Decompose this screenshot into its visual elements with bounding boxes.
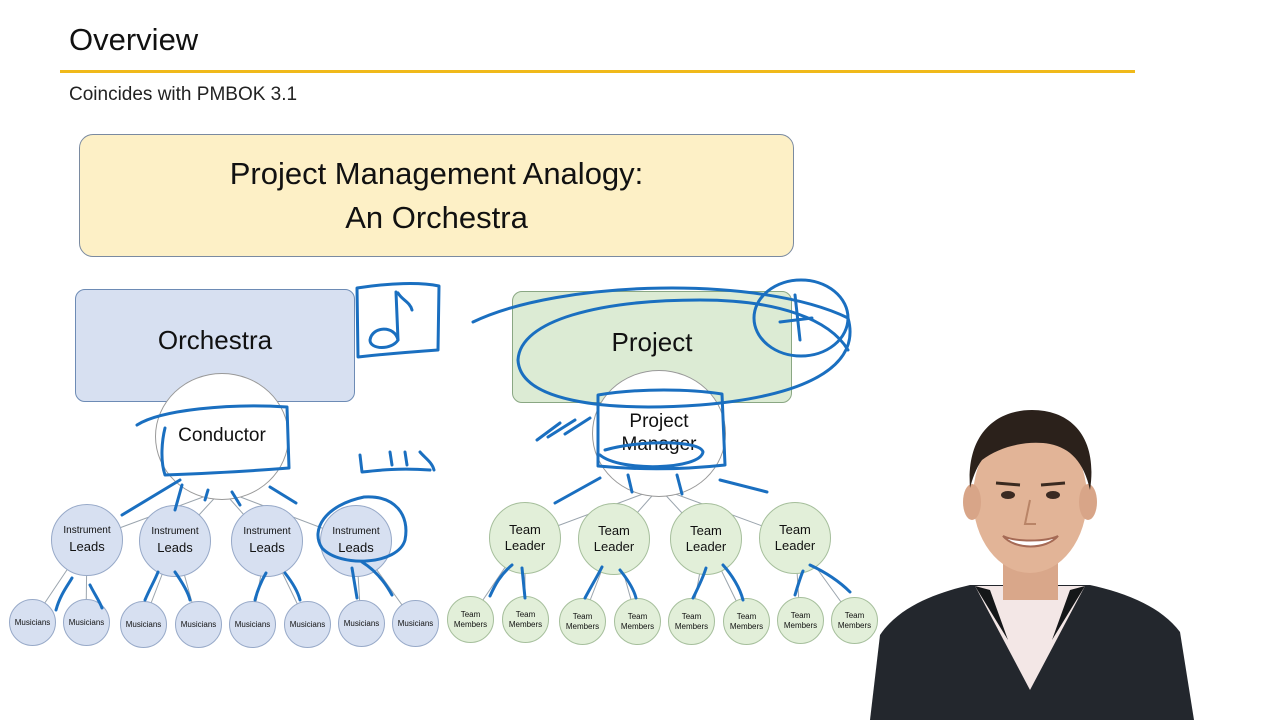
project-manager-label-1: Project: [629, 410, 689, 432]
musician-strokes: [54, 560, 394, 612]
pm-left-strokes: [535, 416, 592, 442]
musicians-node: Musicians: [284, 601, 331, 648]
musicians-node: Musicians: [9, 599, 56, 646]
conductor-label: Conductor: [178, 425, 266, 447]
musicians-node: Musicians: [392, 600, 439, 647]
baton-sketch: [358, 450, 436, 474]
musicians-node: Musicians: [63, 599, 110, 646]
project-label: Project: [611, 326, 693, 357]
conductor-branch-strokes: [120, 478, 298, 517]
title-underline: [60, 70, 1135, 73]
banner-line-2: An Orchestra: [345, 199, 528, 235]
musicians-node: Musicians: [120, 601, 167, 648]
presenter-video: [870, 410, 1194, 720]
manager-underline-sketch: [598, 441, 705, 469]
slide-title: Overview: [69, 22, 199, 57]
instrument-lead-circle-sketch: [316, 495, 408, 563]
banner-line-1: Project Management Analogy:: [229, 156, 644, 192]
musicians-node: Musicians: [338, 600, 385, 647]
clock-sketch: [752, 278, 850, 358]
analogy-banner: Project Management Analogy: An Orchestra: [79, 134, 794, 257]
musicians-node: Musicians: [175, 601, 222, 648]
slide-subtitle: Coincides with PMBOK 3.1: [69, 84, 298, 105]
project-manager-box-sketch: [596, 388, 727, 471]
conductor-node: Conductor: [155, 373, 289, 500]
orchestra-label: Orchestra: [157, 325, 273, 355]
project-ellipse-sketch: [471, 286, 852, 409]
music-note-sketch: [355, 282, 441, 359]
pm-branch-strokes: [553, 473, 769, 505]
conductor-box-sketch: [135, 404, 291, 477]
team-member-strokes: [488, 563, 852, 602]
musicians-node: Musicians: [229, 601, 276, 648]
